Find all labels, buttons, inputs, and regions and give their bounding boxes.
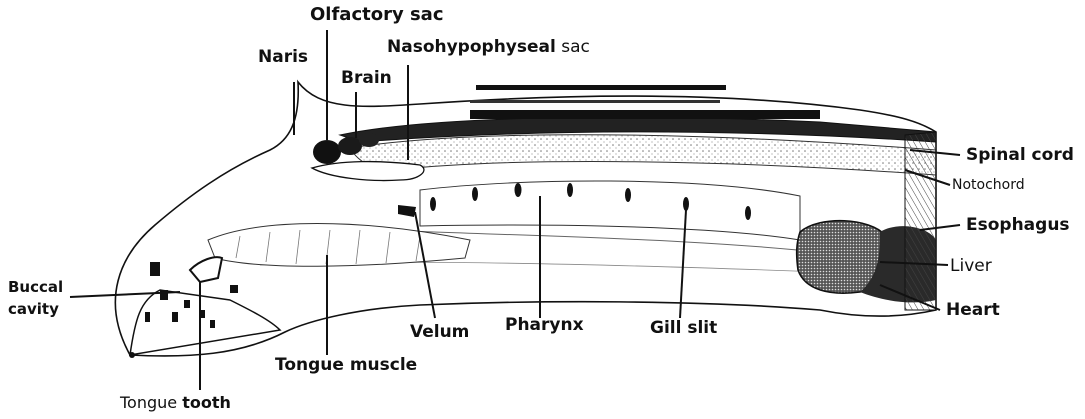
label-buccal-line-2: cavity: [8, 298, 63, 320]
cut-surface: [905, 132, 936, 310]
label-liver: Liver: [950, 256, 992, 276]
label-tongue-muscle: Tongue muscle: [275, 355, 417, 375]
label-tongue-tooth-part-b: tooth: [182, 393, 231, 412]
label-buccal-cavity: Buccal cavity: [8, 276, 63, 320]
label-pharynx: Pharynx: [505, 315, 584, 335]
label-spinal-cord: Spinal cord: [966, 145, 1074, 165]
label-nasohypophyseal-sac: Nasohypophyseal sac: [387, 37, 590, 57]
olfactory-sac-shape: [313, 140, 341, 164]
label-notochord: Notochord: [952, 177, 1025, 193]
label-nasohypophyseal-part-b: sac: [561, 37, 590, 57]
label-heart: Heart: [946, 300, 1000, 320]
label-tongue-tooth: Tongue tooth: [120, 393, 231, 412]
label-nasohypophyseal-part-a: Nasohypophyseal: [387, 37, 556, 57]
label-gill-slit: Gill slit: [650, 318, 717, 338]
label-brain: Brain: [341, 68, 392, 88]
label-buccal-line-1: Buccal: [8, 276, 63, 298]
label-olfactory-sac: Olfactory sac: [310, 4, 444, 25]
label-esophagus: Esophagus: [966, 215, 1070, 235]
label-velum: Velum: [410, 322, 469, 342]
label-naris: Naris: [258, 47, 308, 67]
label-tongue-tooth-part-a: Tongue: [120, 393, 177, 412]
